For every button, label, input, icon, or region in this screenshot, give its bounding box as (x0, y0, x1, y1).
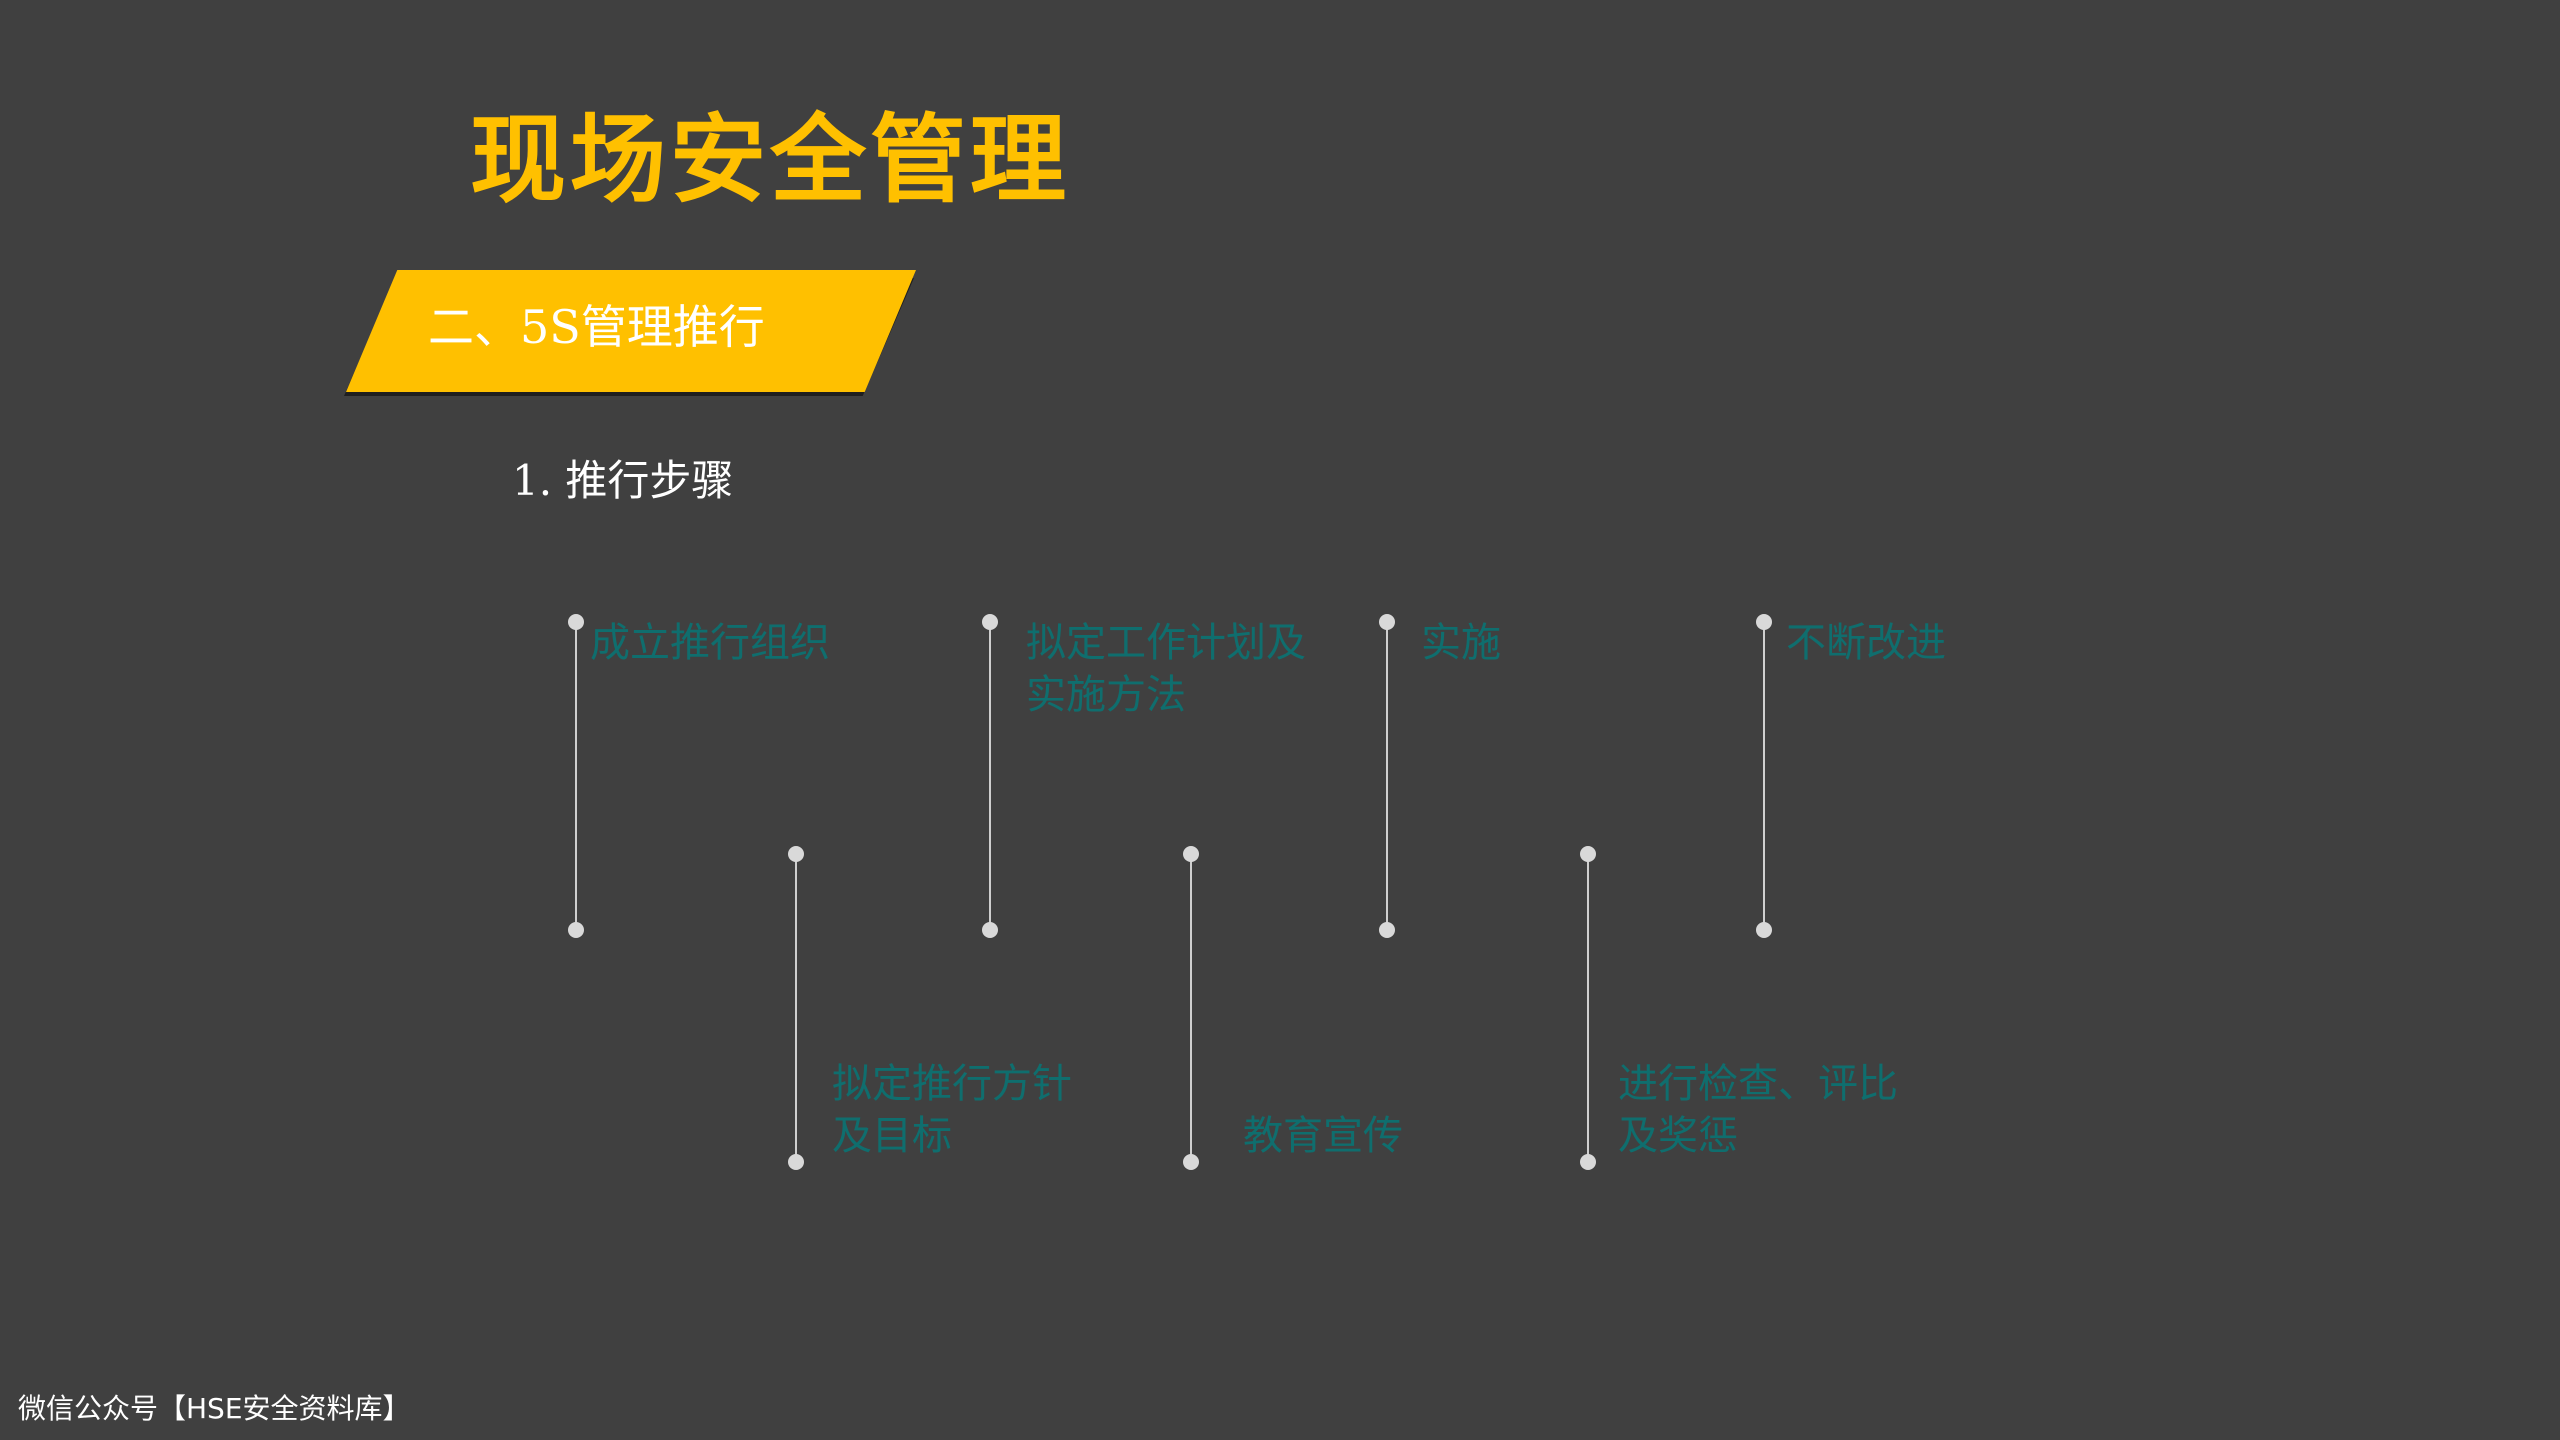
watermark: 微信公众号【HSE安全资料库】 (18, 1392, 411, 1425)
step-dot-bottom-7 (1756, 922, 1772, 938)
step-label-2: 拟定推行方针 及目标 (832, 1061, 1072, 1159)
page-title: 现场安全管理 (470, 104, 1070, 216)
step-label-4: 教育宣传 (1243, 1113, 1403, 1159)
step-dot-bottom-5 (1379, 922, 1395, 938)
step-dot-top-1 (568, 614, 584, 630)
step-label-1: 成立推行组织 (590, 620, 830, 666)
section-banner-text: 二、5S管理推行 (428, 300, 765, 354)
step-connector-3 (989, 622, 991, 930)
step-dot-bottom-4 (1183, 1154, 1199, 1170)
step-connector-1 (575, 622, 577, 930)
step-label-3: 拟定工作计划及 实施方法 (1026, 620, 1306, 718)
step-connector-6 (1587, 854, 1589, 1162)
step-dot-top-7 (1756, 614, 1772, 630)
step-dot-top-6 (1580, 846, 1596, 862)
step-label-6: 进行检查、评比 及奖惩 (1618, 1061, 1898, 1159)
step-label-5: 实施 (1421, 620, 1501, 666)
step-connector-7 (1763, 622, 1765, 930)
step-dot-top-2 (788, 846, 804, 862)
section-subtitle: 1. 推行步骤 (512, 456, 734, 505)
step-dot-bottom-1 (568, 922, 584, 938)
step-dot-top-3 (982, 614, 998, 630)
step-connector-5 (1386, 622, 1388, 930)
step-dot-top-4 (1183, 846, 1199, 862)
step-dot-bottom-6 (1580, 1154, 1596, 1170)
step-dot-bottom-3 (982, 922, 998, 938)
step-dot-top-5 (1379, 614, 1395, 630)
step-dot-bottom-2 (788, 1154, 804, 1170)
step-connector-2 (795, 854, 797, 1162)
step-label-7: 不断改进 (1786, 620, 1946, 666)
step-connector-4 (1190, 854, 1192, 1162)
section-banner (346, 270, 916, 392)
